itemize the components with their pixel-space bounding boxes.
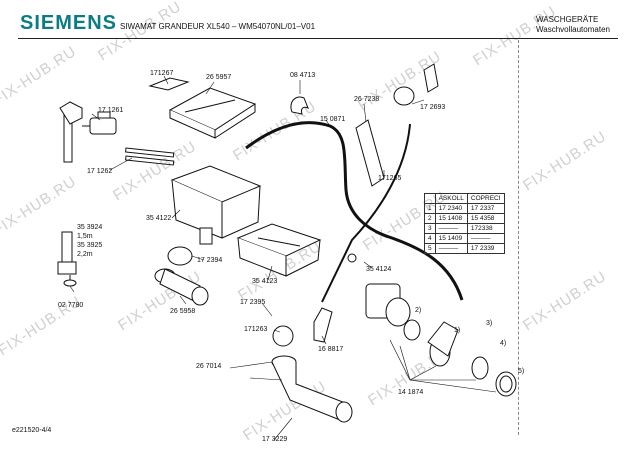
table-row: 3 ——— 172338	[424, 223, 505, 234]
table-cell: 5	[424, 243, 436, 254]
part-label: 35 4122	[146, 215, 172, 222]
table-cell: ———	[466, 233, 505, 244]
drain-hose-part	[57, 231, 77, 287]
table-cell: ———	[434, 243, 468, 254]
table-cell: 1	[424, 203, 436, 214]
model-title: SIWAMAT GRANDEUR XL540 – WM54070NL/01–V0…	[120, 22, 316, 31]
seal-ring-part	[167, 246, 193, 266]
part-label: 17 2693	[420, 104, 446, 111]
inlet-hose-part	[59, 101, 117, 163]
table-cell: 2	[424, 213, 436, 224]
part-label: 08 4713	[290, 72, 316, 79]
part-label: 35 4124	[366, 266, 392, 273]
header-rule	[18, 38, 618, 39]
part-label: 17 1261	[98, 107, 124, 114]
table-cell: 172338	[466, 223, 505, 234]
table-cell: 4	[424, 233, 436, 244]
callout-label: 5)	[518, 368, 525, 375]
document-code: e221520-4/4	[12, 427, 52, 434]
part-label: 17 1262	[87, 168, 113, 175]
callout-label: 3)	[486, 320, 493, 327]
callout-label: 4)	[500, 340, 507, 347]
callout-label: 2)	[415, 307, 422, 314]
dispenser-frame-part	[168, 87, 257, 139]
sump-hose-part	[271, 355, 353, 423]
part-label: 171263	[244, 326, 268, 333]
part-label: 1,5m	[77, 233, 93, 240]
category-title: WASCHGERÄTE	[536, 15, 599, 24]
table-row: 2 15 1408 15 4358	[424, 213, 505, 224]
table-header-cell	[424, 193, 436, 204]
table-cell: 17 2339	[466, 243, 505, 254]
margin-rule	[518, 40, 520, 435]
table-cell: 15 1408	[434, 213, 468, 224]
table-row: 4 15 1409 ———	[424, 233, 505, 244]
part-label: 26 7238	[354, 96, 380, 103]
bellows-hose-part	[154, 268, 209, 306]
part-label: 171267	[150, 70, 174, 77]
ball-part	[272, 325, 294, 347]
pump-assembly-part	[365, 283, 517, 397]
table-cell: ———	[434, 223, 468, 234]
main-hose-part	[245, 121, 464, 301]
callout-label: 1)	[454, 327, 461, 334]
variant-table: ASKOLL COPRECI 1 17 2340 17 2337 2 15 14…	[424, 193, 505, 254]
table-cell: 15 4358	[466, 213, 505, 224]
category-subtitle: Waschvollautomaten	[536, 25, 610, 34]
table-row: 1 17 2340 17 2337	[424, 203, 505, 214]
part-label: 17 2395	[240, 299, 266, 306]
part-label: 26 5957	[206, 74, 232, 81]
hook-part	[290, 96, 309, 115]
table-row: 5 ——— 17 2339	[424, 243, 505, 254]
part-label: 15 0871	[320, 116, 346, 123]
rod-part	[321, 123, 411, 303]
table-header-row: ASKOLL COPRECI	[424, 193, 505, 204]
table-cell: 15 1409	[434, 233, 468, 244]
part-label: 02 7780	[58, 302, 84, 309]
table-cell: 17 2337	[466, 203, 505, 214]
table-header-cell: COPRECI	[466, 193, 505, 204]
part-label: 35 4123	[252, 278, 278, 285]
bracket-part	[355, 119, 385, 187]
table-header-cell: ASKOLL	[434, 193, 468, 204]
part-label: 35 3925	[77, 242, 103, 249]
detergent-drawer-part	[170, 165, 262, 245]
valve-part	[393, 63, 439, 106]
dispenser-insert-part	[236, 223, 322, 277]
part-label: 35 3924	[77, 224, 103, 231]
part-label: 2,2m	[77, 251, 93, 258]
brand-logo: SIEMENS	[20, 12, 118, 34]
clip-part	[148, 77, 190, 91]
part-label: 16 8817	[318, 346, 344, 353]
part-label: 171265	[378, 175, 402, 182]
part-label: 14 1874	[398, 389, 424, 396]
part-label: 17 3229	[262, 436, 288, 443]
table-cell: 17 2340	[434, 203, 468, 214]
part-label: 26 7014	[196, 363, 222, 370]
part-label: 17 2394	[197, 257, 223, 264]
pipes-part	[125, 147, 175, 166]
leader-lines	[69, 75, 497, 441]
part-label: 26 5958	[170, 308, 196, 315]
table-cell: 3	[424, 223, 436, 234]
filter-part	[313, 307, 333, 343]
